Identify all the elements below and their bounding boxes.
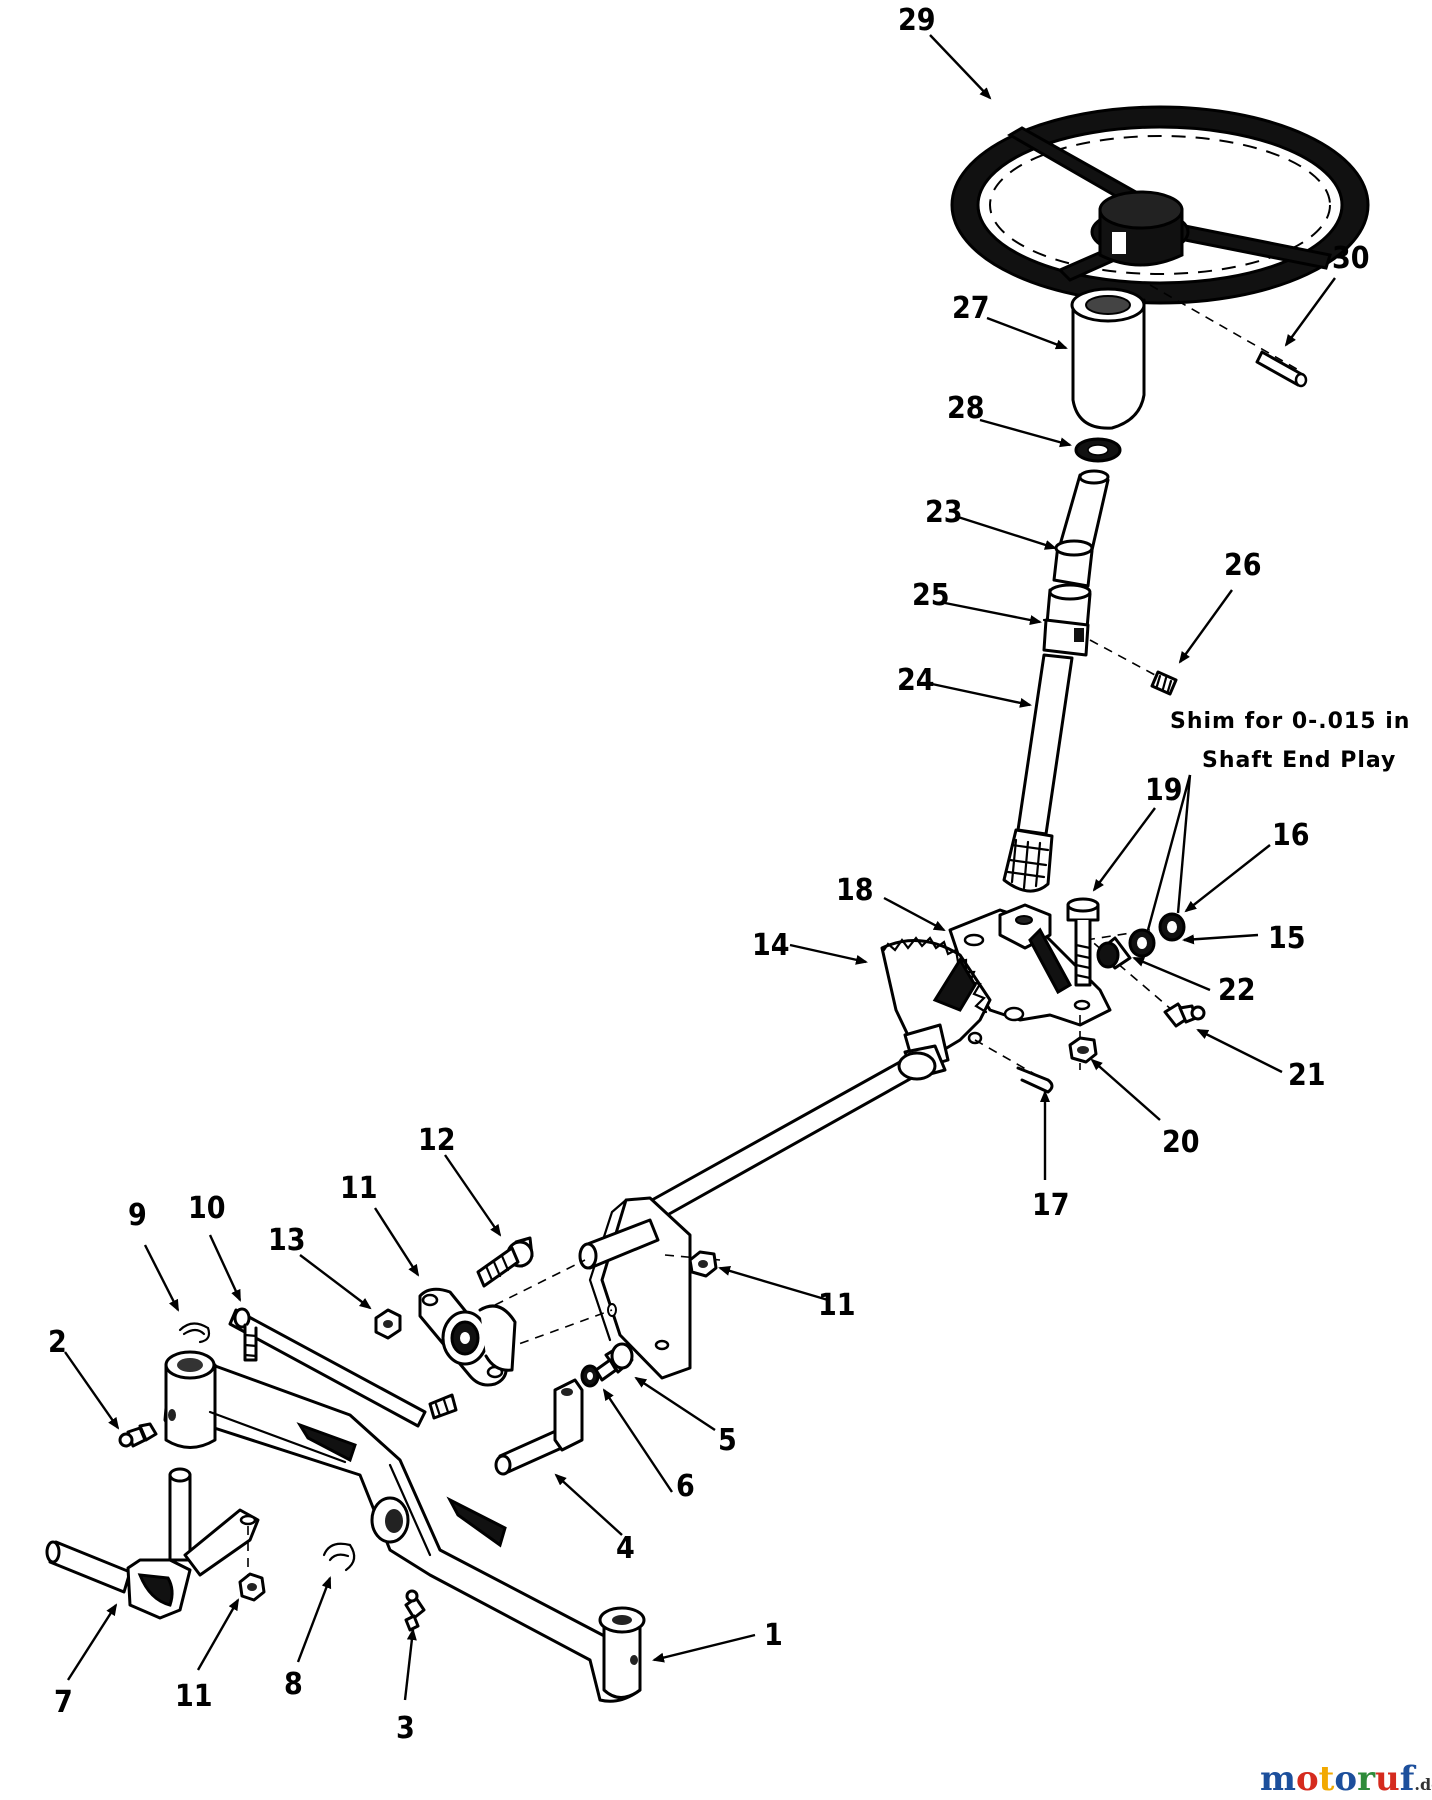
stub-nut [688,1250,718,1278]
callout-15: 14 [752,928,790,963]
note-line-2: Shaft End Play [1202,748,1396,773]
callout-13: 12 [418,1123,456,1158]
wheel-spindle [45,1467,260,1620]
pivot-pin [494,1378,584,1476]
guide-line [1081,932,1173,1011]
svg-text:motoruf.de: motoruf.de [1260,1759,1432,1799]
callout-21: 20 [1162,1125,1200,1160]
shim-note: Shim for 0-.015 in Shaft End Play [1146,709,1410,931]
spindle-nut [238,1572,266,1602]
callout-7: 7 [54,1685,73,1720]
callout-12: 11 [340,1171,378,1206]
callout-17: 16 [1272,818,1310,853]
column-washer [1074,437,1122,463]
callout-1: 1 [764,1618,783,1653]
motoruf-logo: motoruf.de [1260,1759,1432,1799]
callout-11-upper: 11 [818,1288,856,1323]
drag-link-rod [650,1044,947,1220]
column-sleeve [1070,287,1146,430]
pin-bolt [594,1342,634,1382]
callout-28: 27 [952,291,990,326]
note-leader [1176,774,1192,914]
guide-line [1149,284,1303,373]
mounting-plate [578,1196,692,1380]
callout-10: 10 [188,1191,226,1226]
callout-27: 26 [1224,548,1262,583]
note-leader [1146,774,1192,931]
leader-arrows [64,34,1336,1701]
callout-16: 15 [1268,921,1306,956]
axle-grease-fitting [118,1422,158,1448]
flange-bearing [418,1287,517,1387]
callout-30: 29 [898,3,936,38]
bracket-bolt [1066,897,1100,987]
sector-gear [880,936,992,1072]
retaining-clip-lower [322,1542,356,1572]
callout-23: 22 [1218,973,1256,1008]
guide-line [494,1259,586,1306]
shaft-bushing [1096,936,1132,970]
callout-25: 24 [897,663,935,698]
steering-shaft [1002,469,1110,893]
steering-wheel [950,105,1370,305]
callout-9: 9 [128,1198,147,1233]
callout-5: 5 [718,1423,737,1458]
tie-rod [228,1307,458,1428]
flange-nut [374,1308,402,1340]
callout-labels: 29 30 27 28 23 25 26 24 19 16 15 22 21 2… [48,3,1370,1746]
callout-26: 25 [912,578,950,613]
callout-2: 2 [48,1325,67,1360]
callout-8: 8 [284,1667,303,1702]
callout-6: 6 [676,1469,695,1504]
callout-19: 18 [836,873,874,908]
callout-20: 19 [1145,773,1183,808]
axle-grease-fitting-lower [404,1589,426,1632]
callout-11-lower: 11 [175,1679,213,1714]
steering-bracket [948,903,1112,1027]
cotter-pin [1016,1066,1054,1094]
note-line-1: Shim for 0-.015 in [1170,709,1410,734]
callout-18: 17 [1032,1188,1070,1223]
set-screw [1150,670,1178,696]
callout-4: 4 [616,1531,635,1566]
roll-pin [1255,350,1308,388]
retaining-clip-upper [178,1322,211,1344]
callout-24: 23 [925,495,963,530]
lock-washer [580,1364,600,1388]
bracket-nut [1068,1036,1098,1064]
grease-fitting [1163,1002,1206,1028]
callout-31: 30 [1332,241,1370,276]
shim-washers [1128,912,1186,958]
callout-14: 13 [268,1223,306,1258]
callout-3: 3 [396,1711,415,1746]
callout-29: 28 [947,391,985,426]
front-axle [163,1350,646,1703]
callout-22: 21 [1288,1058,1326,1093]
flange-bolt [476,1236,534,1288]
